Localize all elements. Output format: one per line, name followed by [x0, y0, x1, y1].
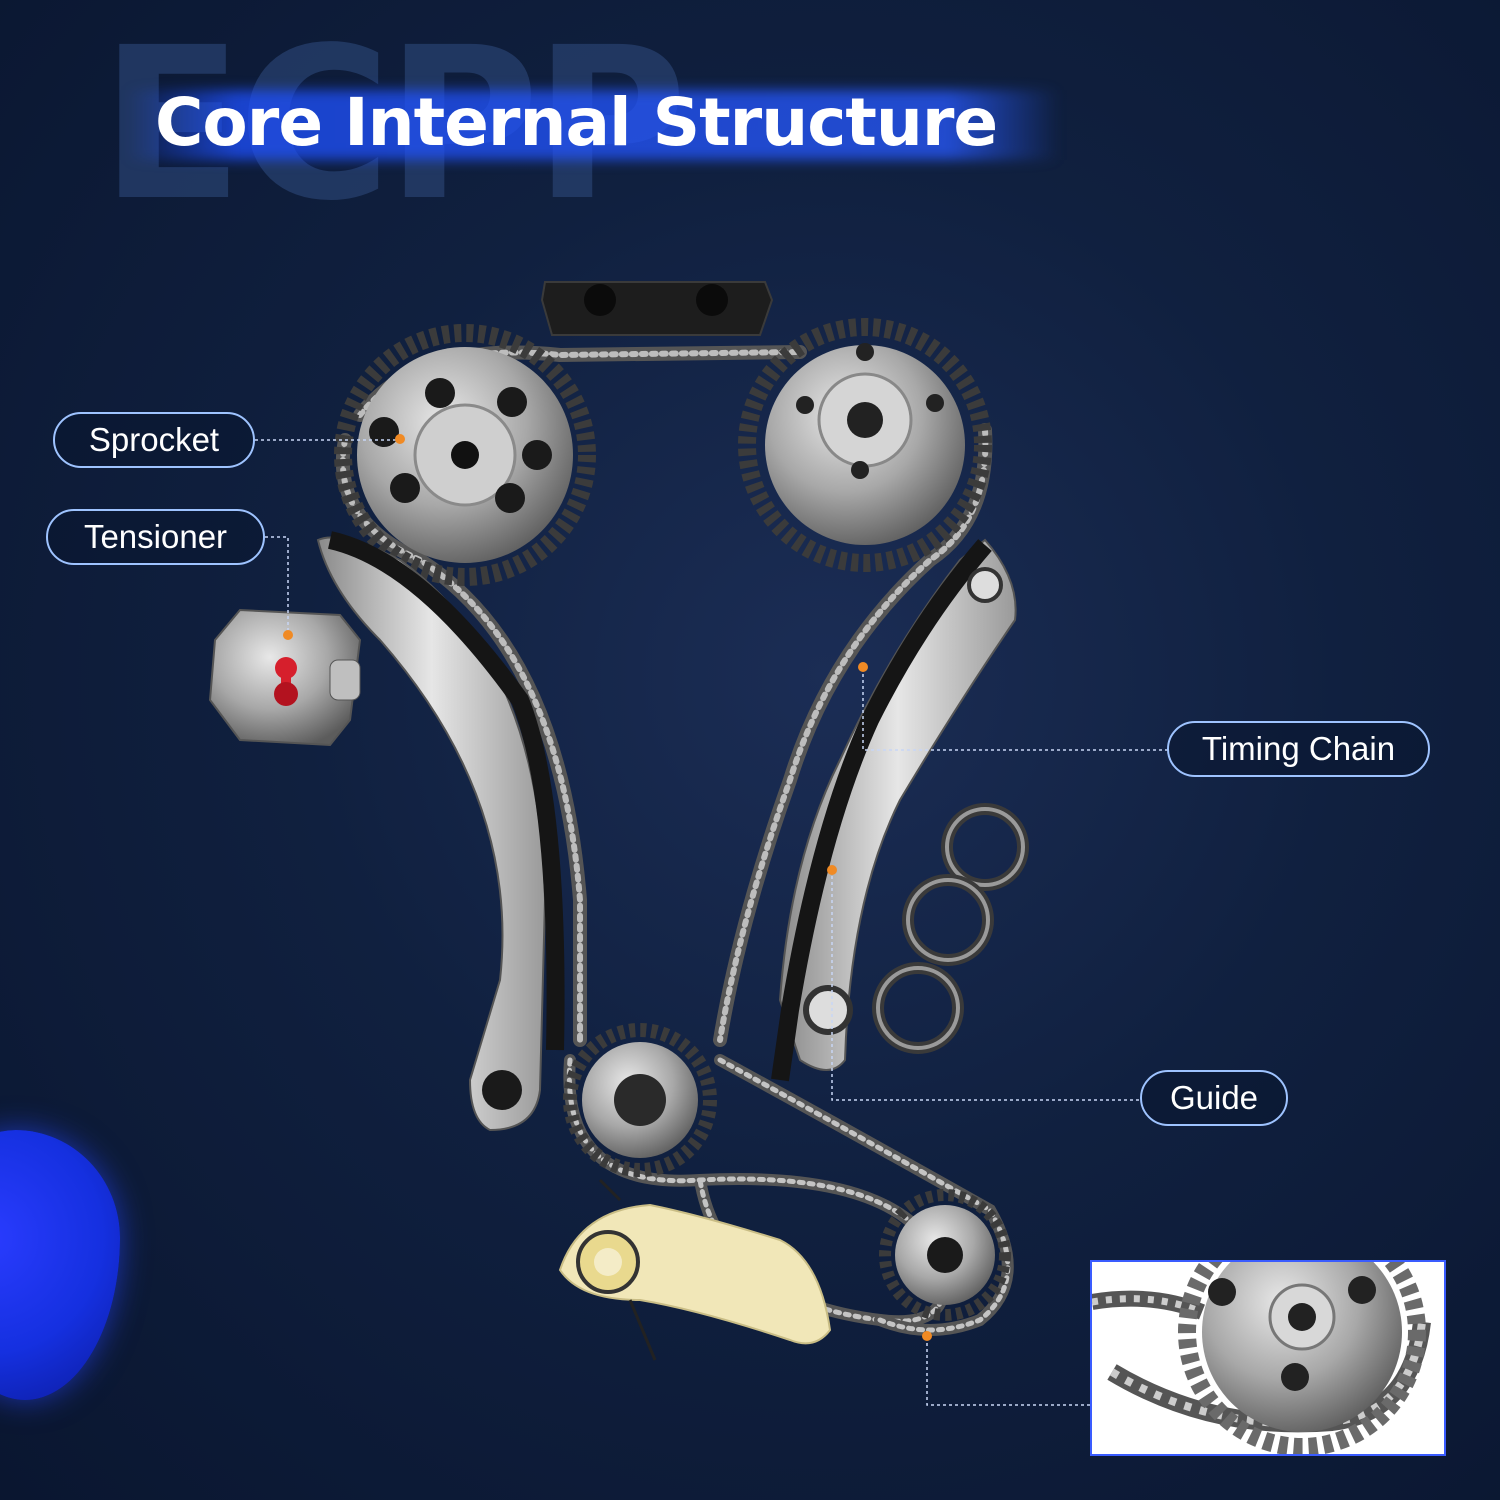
callout-sprocket-label: Sprocket [88, 421, 220, 458]
left-tensioner-arm [316, 531, 565, 1132]
upper-chain-guide [540, 281, 774, 336]
callout-tensioner: Tensioner [46, 509, 265, 565]
callout-timing-chain: Timing Chain [1167, 721, 1430, 777]
crankshaft-sprocket [563, 1023, 717, 1177]
callout-tensioner-label: Tensioner [83, 518, 228, 555]
callout-leader-lines [255, 439, 1168, 1406]
callout-guide: Guide [1140, 1070, 1288, 1126]
sprocket-closeup-image [1092, 1262, 1431, 1454]
page-title: Core Internal Structure [155, 84, 998, 161]
callout-sprocket: Sprocket [53, 412, 255, 468]
hydraulic-tensioner [208, 608, 362, 747]
plastic-tensioner-shoe [558, 1178, 832, 1361]
left-cam-sprocket [334, 324, 596, 586]
right-vvt-gear [738, 318, 992, 572]
callout-markers [283, 434, 932, 1341]
callout-guide-label: Guide [1169, 1079, 1259, 1116]
title-highlight [125, 90, 1060, 160]
right-chain-guide [771, 538, 1017, 1082]
seal-rings [872, 803, 1029, 1054]
sprocket-closeup-inset [1090, 1260, 1446, 1456]
oil-pump-sprocket [879, 1189, 1011, 1321]
callout-timing-chain-label: Timing Chain [1201, 730, 1396, 767]
